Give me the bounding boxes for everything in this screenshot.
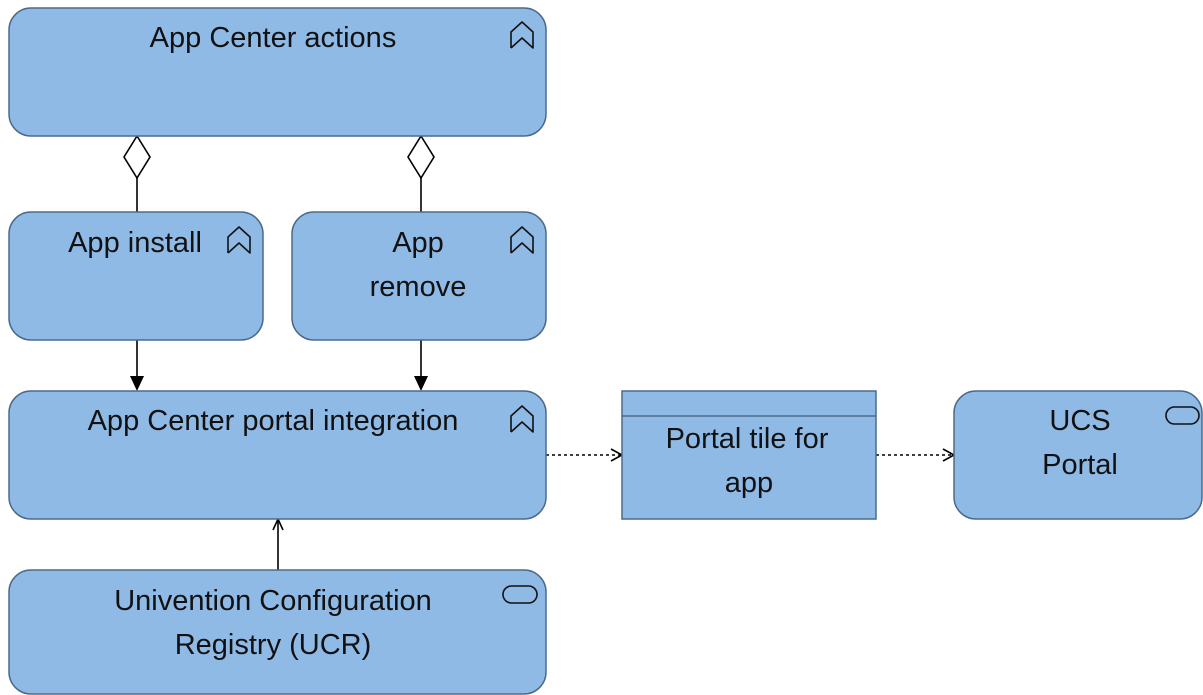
node-app-install[interactable]: App install [8, 211, 264, 341]
node-label-line2: Portal [1042, 449, 1118, 481]
node-label-line1: App [392, 227, 444, 259]
node-label-line2: Registry (UCR) [175, 629, 372, 661]
node-label: App install [68, 227, 202, 259]
node-app-remove[interactable]: App remove [291, 211, 547, 341]
aggregation-diamond [407, 134, 435, 180]
node-label-line1: Portal tile for [666, 423, 829, 455]
edge-remove-to-integration [414, 340, 428, 391]
edge-ucr-to-integration [272, 517, 284, 570]
edge-integration-to-tile [546, 448, 624, 462]
node-portal-integration[interactable]: App Center portal integration [8, 390, 547, 520]
service-icon [502, 585, 538, 604]
edge-actions-to-remove [407, 134, 435, 212]
node-label-line1: Univention Configuration [114, 585, 432, 617]
service-icon [1165, 406, 1200, 425]
edge-install-to-integration [130, 340, 144, 391]
edge-tile-to-ucs-portal [876, 448, 956, 462]
node-label-line2: app [725, 467, 773, 499]
function-icon [510, 21, 534, 49]
function-icon [227, 226, 251, 254]
edge-actions-to-install [123, 134, 151, 212]
node-app-center-actions[interactable]: App Center actions [8, 7, 547, 137]
arrowhead [130, 376, 144, 391]
node-ucs-portal[interactable]: UCS Portal [953, 390, 1203, 520]
node-label: App Center actions [150, 22, 397, 54]
arrowhead [414, 376, 428, 391]
node-ucr[interactable]: Univention Configuration Registry (UCR) [8, 569, 547, 695]
node-portal-tile[interactable]: Portal tile for app [621, 390, 877, 520]
function-icon [510, 405, 534, 433]
node-label: App Center portal integration [88, 405, 459, 437]
node-label-line1: UCS [1049, 405, 1110, 437]
node-label-line2: remove [370, 271, 467, 303]
function-icon [510, 226, 534, 254]
aggregation-diamond [123, 134, 151, 180]
